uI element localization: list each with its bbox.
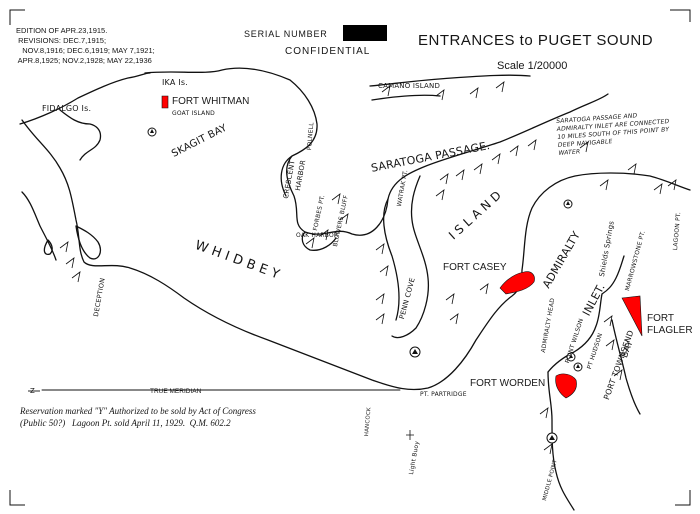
map-title: ENTRANCES to PUGET SOUND xyxy=(418,32,654,49)
whidbey-south-coast xyxy=(21,119,691,391)
saratoga-note: SARATOGA PASSAGE AND ADMIRALTY INLET ARE… xyxy=(556,112,670,157)
place-pt-partridge: PT. PARTRIDGE xyxy=(420,391,467,398)
fort-whitman-label: FORT WHITMAN xyxy=(172,96,250,107)
lighthouse-marker-fills xyxy=(150,129,580,440)
classification-label: CONFIDENTIAL xyxy=(285,46,371,57)
camano-shore xyxy=(369,74,531,87)
redacted-serial-box xyxy=(343,25,387,41)
marrowstone-shore xyxy=(601,255,625,295)
scale-label: Scale 1/20000 xyxy=(497,60,568,72)
light-buoy-icon xyxy=(406,430,414,440)
shoreline-ticks xyxy=(59,81,677,455)
fort-worden-label: FORT WORDEN xyxy=(470,378,546,389)
frame-corners xyxy=(9,9,691,506)
skagit-shore xyxy=(19,72,151,125)
revisions-note: EDITION OF APR.23,1915. REVISIONS: DEC.7… xyxy=(16,26,155,65)
place-camano: CAMANO ISLAND xyxy=(378,82,441,90)
north-arrow-label: Z xyxy=(30,387,35,395)
reservation-note: Reservation marked "Y" Authorized to be … xyxy=(20,406,256,428)
serial-number-label: SERIAL NUMBER xyxy=(244,29,328,39)
fort-casey-label: FORT CASEY xyxy=(443,262,507,273)
fort-worden-area xyxy=(555,373,577,399)
coastlines xyxy=(19,67,691,511)
fort-flagler-label-2: FLAGLER xyxy=(647,325,693,336)
place-fidalgo: FIDALGO Is. xyxy=(42,104,92,113)
true-meridian-label: TRUE MERIDIAN xyxy=(150,388,202,395)
penn-cove xyxy=(391,175,430,339)
fort-flagler-label-1: FORT xyxy=(647,313,675,324)
quimper-shore xyxy=(547,371,575,511)
fort-reservations xyxy=(161,95,643,399)
place-oak-harbor: OAK HARBOR xyxy=(296,232,339,239)
place-goat-island: GOAT ISLAND xyxy=(172,110,215,117)
whidbey-coastline xyxy=(144,67,609,236)
fort-flagler-area xyxy=(621,295,643,337)
place-ika: IKA Is. xyxy=(162,78,188,87)
fort-whitman-area xyxy=(161,95,169,109)
fort-casey-area xyxy=(499,271,535,295)
